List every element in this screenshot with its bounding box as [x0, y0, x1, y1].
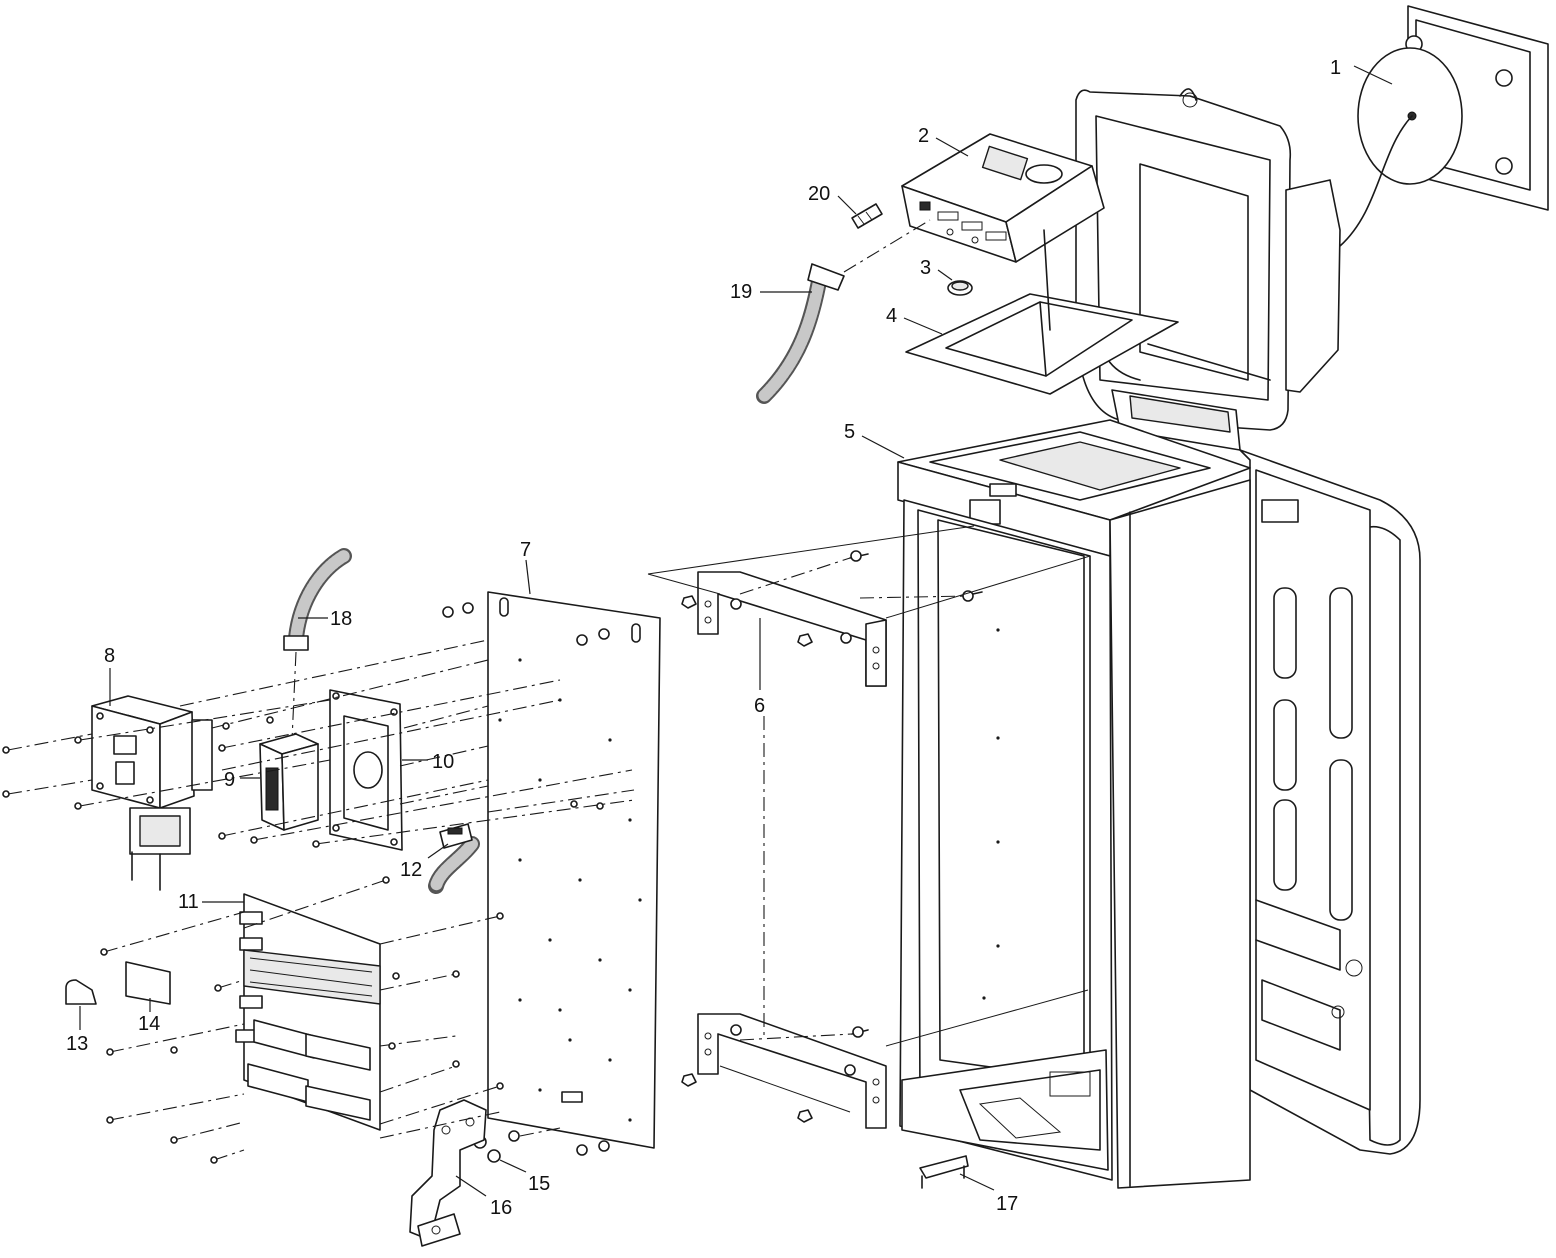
leader-lines — [79, 65, 1393, 1197]
label-12: 12 — [400, 859, 422, 881]
label-20: 20 — [808, 183, 830, 205]
part-9-module — [259, 733, 319, 831]
part-16-bracket — [409, 1099, 487, 1247]
part-6-brackets — [647, 525, 1091, 1129]
housing-lid — [1075, 88, 1341, 451]
part-14-card — [125, 961, 171, 1005]
label-5: 5 — [844, 421, 855, 443]
label-16: 16 — [490, 1197, 512, 1219]
label-10: 10 — [432, 751, 454, 773]
label-19: 19 — [730, 281, 752, 303]
part-8-outlet-box — [91, 695, 213, 891]
part-11-terminal-board — [235, 893, 381, 1131]
part-4-gasket — [905, 229, 1179, 395]
label-2: 2 — [918, 125, 929, 147]
label-7: 7 — [520, 539, 531, 561]
part-5-housing — [897, 419, 1421, 1189]
part-1-wall-plate — [1339, 5, 1549, 247]
label-17: 17 — [996, 1193, 1018, 1215]
part-20-fuse — [851, 203, 883, 229]
label-15: 15 — [528, 1173, 550, 1195]
assembly-lines — [2, 639, 635, 1164]
part-18-cable — [283, 548, 352, 741]
part-19-ribbon-cable — [756, 219, 931, 404]
part-3-grommet — [947, 280, 973, 296]
label-18: 18 — [330, 608, 352, 630]
part-13-tab — [65, 979, 97, 1005]
label-3: 3 — [920, 257, 931, 279]
part-7-panel — [442, 591, 661, 1156]
label-13: 13 — [66, 1033, 88, 1055]
label-8: 8 — [104, 645, 115, 667]
label-6: 6 — [754, 695, 765, 717]
label-1: 1 — [1330, 57, 1341, 79]
label-14: 14 — [138, 1013, 160, 1035]
part-labels: 1 2 3 4 5 6 7 8 9 10 11 12 13 14 15 16 1… — [66, 57, 1341, 1219]
part-2-controller-box — [901, 133, 1105, 263]
part-12-connector — [428, 823, 480, 894]
label-9: 9 — [224, 769, 235, 791]
part-15-nuts — [473, 1127, 561, 1163]
label-4: 4 — [886, 305, 897, 327]
label-11: 11 — [178, 891, 199, 913]
part-17-clip — [919, 1155, 969, 1189]
